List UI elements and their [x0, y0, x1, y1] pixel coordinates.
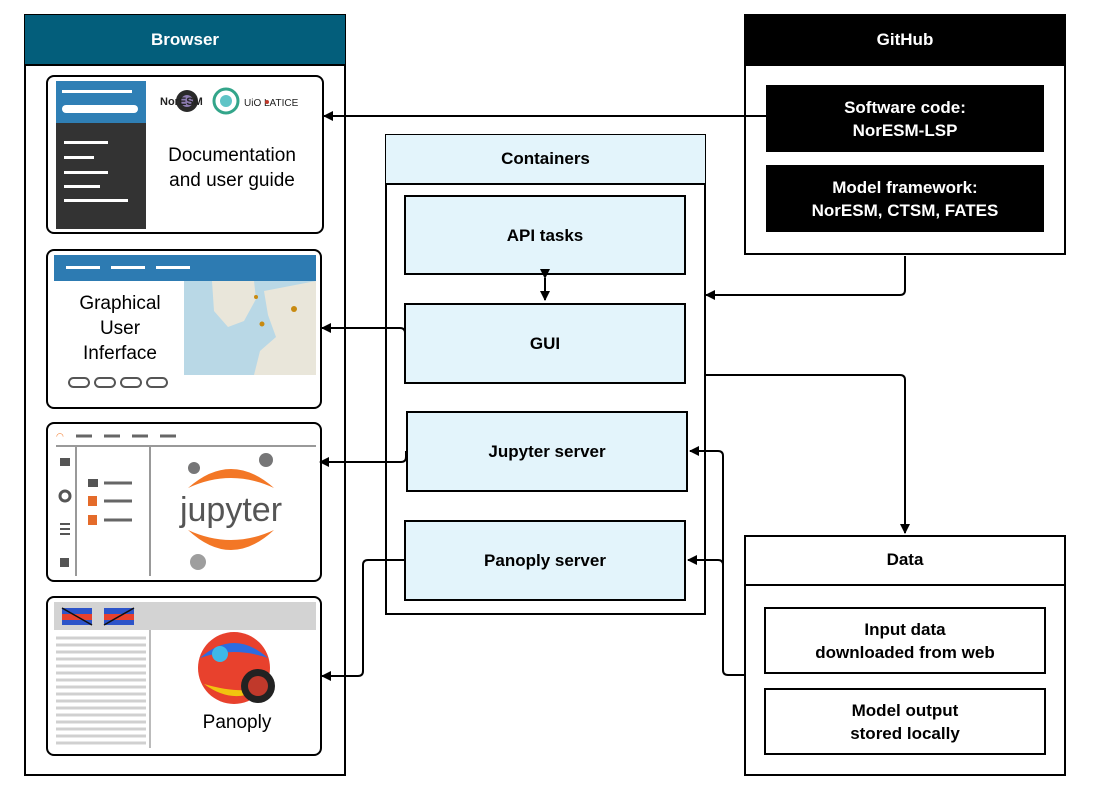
model-framework-box: Model framework: NorESM, CTSM, FATES: [766, 165, 1044, 232]
panoply-globe-icon: [198, 632, 275, 704]
api-tasks-box: API tasks: [404, 195, 686, 275]
panoply-file-list: [56, 636, 146, 745]
arrow-github-to-containers: [705, 256, 906, 300]
latice-logo: UiO LATICE: [212, 87, 312, 115]
gui-panel: Graphical User Inferface: [46, 249, 322, 409]
gui-navbar: [54, 255, 316, 281]
notebook-icon-2: [88, 515, 97, 525]
browser-header: Browser: [25, 15, 345, 66]
docs-search-bar: [62, 105, 138, 113]
folder-icon: [60, 458, 70, 466]
panoply-text: Panoply: [202, 712, 272, 733]
gui-button-4: [146, 377, 168, 388]
jupyter-mini-logo: ◠: [56, 431, 64, 441]
gui-text: Graphical User Inferface: [79, 293, 161, 364]
gui-button-1: [68, 377, 90, 388]
data-header: Data: [745, 536, 1065, 586]
jupyter-wordmark: jupyter: [179, 491, 282, 529]
gui-container-box: GUI: [404, 303, 686, 384]
panoply-plot-icon-1: [61, 607, 93, 626]
list-icon: [60, 523, 70, 535]
puzzle-icon: [60, 558, 69, 567]
input-data-box: Input data downloaded from web: [764, 607, 1046, 674]
jupyter-server-box: Jupyter server: [406, 411, 688, 492]
data-frame: [744, 535, 1066, 776]
gui-map: [184, 281, 316, 375]
panoply-server-box: Panoply server: [404, 520, 686, 601]
noresm-logo-text: NorESM: [160, 96, 203, 108]
github-header: GitHub: [745, 15, 1065, 66]
docs-text: Documentation and user guide: [168, 145, 296, 191]
jupyter-panel: ◠ jupyter: [46, 422, 322, 582]
docs-sidebar: [56, 81, 146, 229]
noresm-logo: NorESM: [158, 89, 204, 113]
gui-button-3: [120, 377, 142, 388]
gui-button-2: [94, 377, 116, 388]
file-folder-icon: [88, 479, 98, 487]
latice-logo-text: UiO LATICE: [244, 98, 299, 109]
model-output-box: Model output stored locally: [764, 688, 1046, 755]
containers-header: Containers: [386, 135, 705, 185]
software-code-box: Software code: NorESM-LSP: [766, 85, 1044, 152]
panoply-panel: Panoply: [46, 596, 322, 756]
jupyter-logo: [188, 453, 274, 570]
docs-panel: NorESM UiO LATICE Documentation and user…: [46, 75, 324, 234]
arrow-gui-to-data: [706, 374, 910, 534]
running-icon: [58, 489, 72, 503]
panoply-plot-icon-2: [103, 607, 135, 626]
notebook-icon-1: [88, 496, 97, 506]
